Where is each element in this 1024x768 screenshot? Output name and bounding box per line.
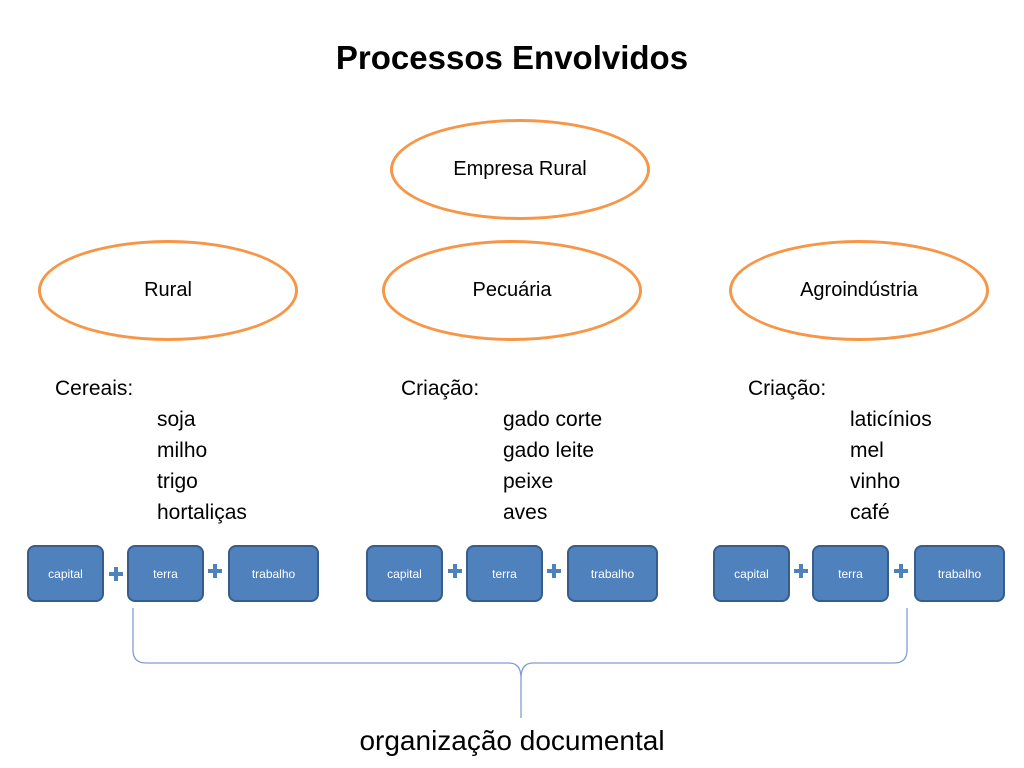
factor-label: capital	[387, 566, 422, 581]
list-item: mel	[850, 439, 884, 462]
list-item: laticínios	[850, 408, 932, 431]
list-item: soja	[157, 408, 196, 431]
list-pecuaria: Criação: gado corte gado leite peixe ave…	[401, 373, 602, 528]
factor-label: terra	[153, 566, 178, 581]
factor-label: trabalho	[590, 566, 635, 581]
factor-box-capital: capital	[366, 545, 443, 602]
node-empresa-rural: Empresa Rural	[390, 119, 650, 220]
list-item: gado corte	[503, 408, 603, 431]
factor-label: terra	[492, 566, 517, 581]
node-pecuaria: Pecuária	[382, 240, 642, 341]
factor-box-terra: terra	[812, 545, 889, 602]
plus-icon	[547, 564, 561, 578]
page-title: Processos Envolvidos	[335, 39, 689, 76]
node-empresa-rural-label: Empresa Rural	[453, 158, 587, 180]
list-heading: Criação:	[401, 377, 480, 400]
node-agroindustria-label: Agroindústria	[800, 279, 918, 301]
factor-box-trabalho: trabalho	[567, 545, 658, 602]
list-heading: Cereais:	[55, 377, 134, 400]
factor-label: capital	[734, 566, 769, 581]
list-item: milho	[157, 439, 208, 462]
factor-box-trabalho: trabalho	[228, 545, 319, 602]
plus-icon	[448, 564, 462, 578]
plus-icon	[208, 564, 222, 578]
node-pecuaria-label: Pecuária	[472, 279, 552, 301]
factor-label: trabalho	[937, 566, 982, 581]
list-item: trigo	[157, 470, 198, 493]
list-agroindustria: Criação: laticínios mel vinho café	[748, 373, 932, 528]
node-rural-label: Rural	[144, 279, 192, 301]
factor-box-terra: terra	[466, 545, 543, 602]
list-rural: Cereais: soja milho trigo hortaliças	[55, 373, 247, 528]
plus-icon	[794, 564, 808, 578]
factor-box-terra: terra	[127, 545, 204, 602]
factor-box-trabalho: trabalho	[914, 545, 1005, 602]
factor-box-capital: capital	[713, 545, 790, 602]
factor-label: trabalho	[251, 566, 296, 581]
plus-icon	[109, 567, 123, 581]
list-item: café	[850, 501, 890, 524]
plus-icon	[894, 564, 908, 578]
factor-label: terra	[838, 566, 863, 581]
list-item: gado leite	[503, 439, 595, 462]
node-agroindustria: Agroindústria	[729, 240, 989, 341]
list-item: peixe	[503, 470, 554, 493]
node-rural: Rural	[38, 240, 298, 341]
list-item: hortaliças	[157, 501, 247, 524]
list-heading: Criação:	[748, 377, 827, 400]
list-item: vinho	[850, 470, 901, 493]
footer-label: organização documental	[359, 725, 665, 756]
factor-box-capital: capital	[27, 545, 104, 602]
factor-label: capital	[48, 566, 83, 581]
list-item: aves	[503, 501, 548, 524]
